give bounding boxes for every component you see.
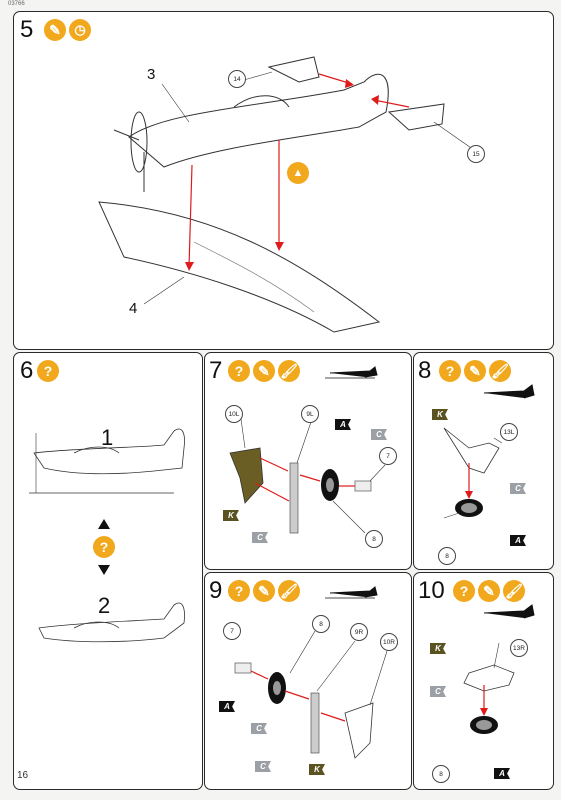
option-2-label: 2 (98, 593, 111, 618)
part-callout: 13L (500, 423, 518, 441)
color-tag: C (371, 429, 387, 440)
part-callout: 8 (365, 530, 383, 548)
step-number: 10 (418, 577, 445, 604)
part-callout: 8 (312, 615, 330, 633)
glue-brush-icon: ✎ (464, 360, 486, 382)
step-8-panel: 8 ? ✎ 🖌 K 13L C 8 A (413, 352, 554, 570)
paint-brush-icon: 🖌 (503, 580, 525, 602)
step-7-panel: 7 ? ✎ 🖌 10L 9L 7 8 A C K C (204, 352, 412, 570)
glue-brush-icon: ✎ (44, 19, 66, 41)
step-number: 7 (209, 357, 223, 384)
landing-gear-drawing (229, 366, 386, 534)
step-number: 5 (20, 16, 34, 43)
part-label-fuselage: 3 (147, 66, 156, 83)
part-callout: 8 (432, 765, 450, 783)
color-tag: K (432, 409, 448, 420)
paint-brush-icon: 🖌 (278, 580, 300, 602)
part-callout: 10L (225, 405, 243, 423)
color-tag: K (430, 643, 446, 654)
glue-brush-icon: ✎ (253, 580, 275, 602)
option-1-aircraft (29, 428, 185, 643)
question-icon: ? (93, 536, 115, 558)
paint-brush-icon: 🖌 (489, 360, 511, 382)
color-tag: C (430, 686, 446, 697)
gear-door-drawing (463, 604, 535, 734)
color-tag: A (510, 535, 526, 546)
paint-brush-icon: 🖌 (278, 360, 300, 382)
part-callout: 7 (379, 447, 397, 465)
color-tag: C (255, 761, 271, 772)
step-5-panel: 5 ✎ ◷ ▲ 3 4 14 15 (13, 11, 554, 350)
part-callout: 8 (438, 547, 456, 565)
color-tag: C (252, 532, 268, 543)
gear-door-drawing (443, 384, 535, 519)
color-tag: A (335, 419, 351, 430)
part-callout: 9R (350, 623, 368, 641)
step-10-panel: 10 ? ✎ 🖌 K 13R C 8 A (413, 572, 554, 790)
landing-gear-drawing (234, 586, 388, 759)
step-number: 9 (209, 577, 223, 604)
part-callout: 15 (467, 145, 485, 163)
part-callout: 9L (301, 405, 319, 423)
color-tag: C (510, 483, 526, 494)
kit-code: 03766 (8, 1, 25, 7)
part-label-wing: 4 (129, 300, 138, 317)
question-icon: ? (228, 580, 250, 602)
color-tag: C (251, 723, 267, 734)
fuselage-drawing (98, 56, 475, 333)
question-icon: ? (228, 360, 250, 382)
part-callout: 14 (228, 70, 246, 88)
clock-icon: ◷ (69, 19, 91, 41)
question-icon: ? (37, 360, 59, 382)
step-number: 8 (418, 357, 432, 384)
glue-brush-icon: ✎ (478, 580, 500, 602)
option-1-label: 1 (101, 425, 114, 450)
color-tag: K (223, 510, 239, 521)
color-tag: A (219, 701, 235, 712)
color-tag: A (494, 768, 510, 779)
step-6-panel: 6 ? 1 ? 2 (13, 352, 203, 790)
step-9-panel: 9 ? ✎ 🖌 7 8 9R 10R A C C K (204, 572, 412, 790)
question-icon: ? (439, 360, 461, 382)
part-callout: 13R (510, 639, 528, 657)
question-icon: ? (453, 580, 475, 602)
part-callout: 7 (223, 622, 241, 640)
page-number: 16 (17, 770, 29, 781)
part-callout: 10R (380, 633, 398, 651)
step-number: 6 (20, 357, 34, 384)
masking-icon: ▲ (287, 162, 309, 184)
color-tag: K (309, 764, 325, 775)
glue-brush-icon: ✎ (253, 360, 275, 382)
